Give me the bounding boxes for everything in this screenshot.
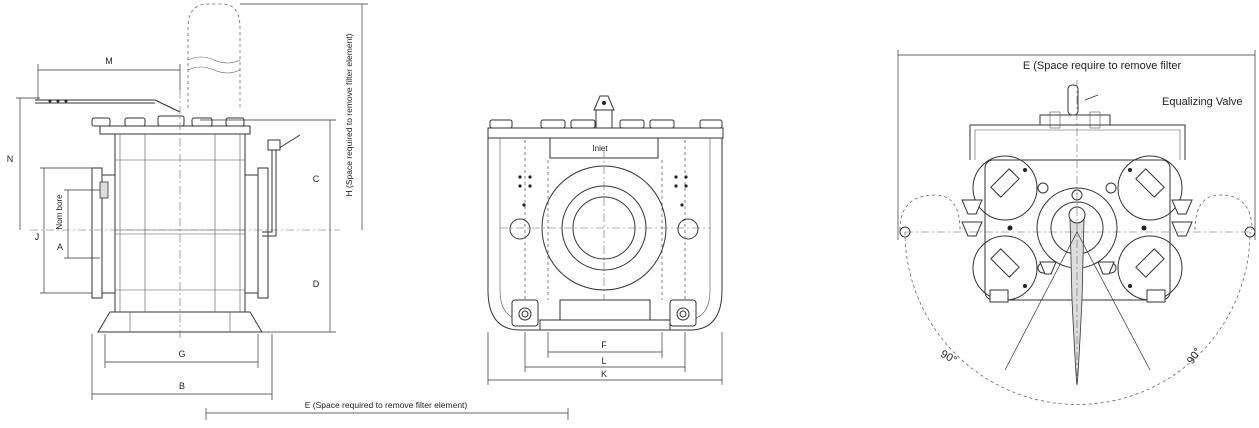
angle-label-right: 90° xyxy=(1185,346,1204,367)
top-knob xyxy=(570,119,596,129)
chamber-top-left xyxy=(972,155,1038,221)
drain-plug xyxy=(99,181,109,199)
top-knob xyxy=(649,119,675,129)
chamber-top-right xyxy=(1117,155,1183,221)
dim-label-k: K xyxy=(601,369,607,379)
dim-label-b: B xyxy=(179,381,185,391)
nom-bore-label: Nom bore xyxy=(55,194,64,230)
top-knob xyxy=(699,119,723,129)
vent-pipe-outer xyxy=(262,145,277,237)
bottom-flange xyxy=(539,319,671,331)
dim-label-g: G xyxy=(178,349,185,359)
dim-label-h: H (Space required to remove filter eleme… xyxy=(344,33,354,196)
dim-label-e-top: E (Space require to remove filter xyxy=(1023,60,1182,72)
dim-label-l: L xyxy=(601,356,606,366)
dim-label-m: M xyxy=(105,56,113,66)
angle-label-left: 90° xyxy=(938,348,958,367)
side-port-right xyxy=(677,218,699,240)
outlet-flange xyxy=(257,167,269,299)
top-view: E (Space require to remove filter Equali… xyxy=(897,50,1256,405)
right-cover-swing xyxy=(1194,194,1253,231)
top-knob xyxy=(540,119,566,129)
dim-label-n: N xyxy=(7,154,14,164)
side-view: M N J A Nom bore C D H (Space required t… xyxy=(7,3,569,420)
swing-arc xyxy=(904,231,1251,405)
outlet-block xyxy=(559,299,651,321)
inlet-label: Inlet xyxy=(592,144,608,153)
side-port-left xyxy=(509,218,531,240)
top-knob xyxy=(619,119,645,129)
top-flange xyxy=(99,125,251,135)
outlet-neck xyxy=(244,174,259,294)
inlet-neck xyxy=(101,174,116,294)
dim-label-c: C xyxy=(313,174,320,184)
cap-bolt xyxy=(124,117,146,127)
vent-pipe xyxy=(262,145,273,233)
cap-bolt xyxy=(191,117,213,127)
equalizing-valve xyxy=(1067,84,1079,116)
dim-label-e: E (Space required to remove filter eleme… xyxy=(305,400,468,410)
top-manifold xyxy=(1039,114,1111,126)
cap-bolt xyxy=(225,117,245,127)
dim-label-a: A xyxy=(57,242,63,252)
top-plate xyxy=(487,127,724,139)
dim-label-d: D xyxy=(313,279,320,289)
element-removal-outline xyxy=(187,3,241,108)
cap-bolt xyxy=(91,117,111,127)
top-frame xyxy=(969,124,1186,160)
valve-stem xyxy=(595,109,613,129)
front-view: Inlet F xyxy=(487,95,724,385)
dim-label-j: J xyxy=(35,232,40,242)
element-break-line-2 xyxy=(187,66,241,74)
dim-label-f: F xyxy=(601,340,607,350)
equalizing-valve-label: Equalizing Valve xyxy=(1162,96,1243,108)
foot-right xyxy=(669,299,697,327)
top-knob xyxy=(489,119,513,129)
handle-arm xyxy=(154,99,181,113)
element-break-line xyxy=(187,56,241,64)
left-cover-swing xyxy=(899,194,961,231)
foot-left xyxy=(511,299,539,327)
